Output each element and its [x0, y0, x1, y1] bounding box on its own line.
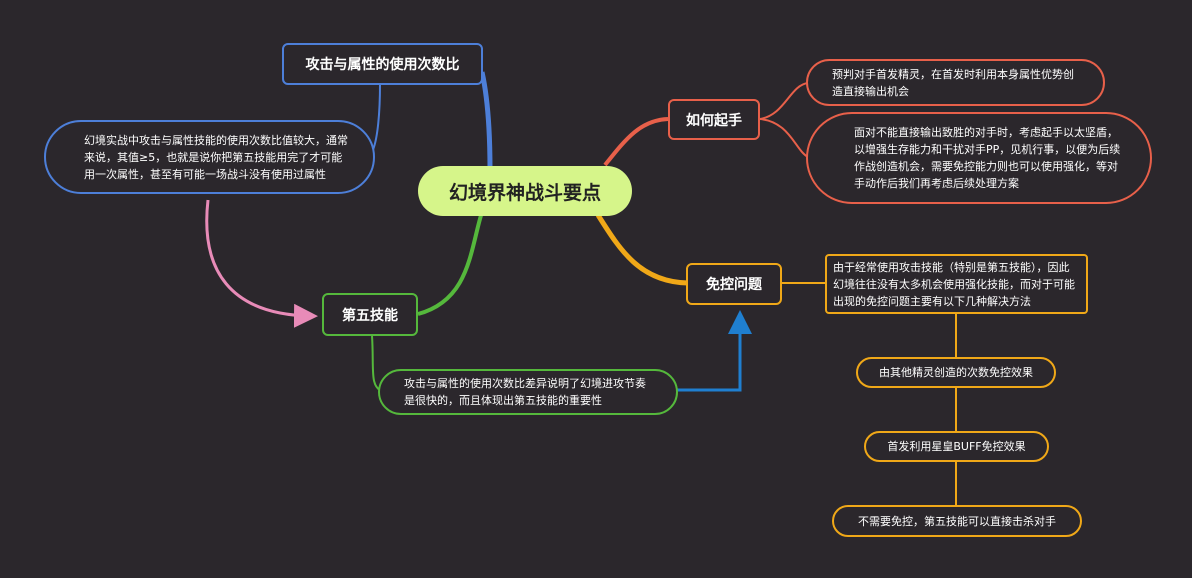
control-solution-3[interactable]: 不需要免控，第五技能可以直接击杀对手	[832, 505, 1082, 537]
opening-line-2	[759, 118, 809, 158]
topic-opening[interactable]: 如何起手	[668, 99, 760, 140]
topic-ratio[interactable]: 攻击与属性的使用次数比	[282, 43, 483, 85]
opening-item-1[interactable]: 预判对手首发精灵，在首发时利用本身属性优势创造直接输出机会	[806, 59, 1105, 106]
ratio-note-line	[371, 83, 381, 153]
ratio-note[interactable]: 幻境实战中攻击与属性技能的使用次数比值较大，通常来说，其值≥5，也就是说你把第五…	[44, 120, 375, 194]
fifth-note-line	[371, 335, 381, 391]
relation-arrow-ratio-fifth	[205, 199, 318, 328]
topic-fifth[interactable]: 第五技能	[322, 293, 418, 336]
control-solution-2[interactable]: 首发利用星皇BUFF免控效果	[864, 431, 1049, 462]
opening-line-1	[759, 82, 809, 120]
fifth-note[interactable]: 攻击与属性的使用次数比差异说明了幻境进攻节奏是很快的，而且体现出第五技能的重要性	[378, 369, 678, 415]
branch-line-fifth	[417, 211, 484, 316]
topic-control[interactable]: 免控问题	[686, 263, 782, 305]
root-topic[interactable]: 幻境界神战斗要点	[418, 166, 632, 216]
control-intro[interactable]: 由于经常使用攻击技能（特别是第五技能），因此幻境往往没有太多机会使用强化技能，而…	[825, 254, 1088, 314]
relation-arrow-fifth-control	[677, 310, 752, 392]
branch-line-ratio	[479, 71, 493, 171]
branch-line-opening	[603, 117, 669, 167]
opening-item-2[interactable]: 面对不能直接输出致胜的对手时，考虑起手以太坚盾，以增强生存能力和干扰对手PP，见…	[806, 112, 1152, 204]
branch-line-control	[595, 213, 689, 286]
control-solution-1[interactable]: 由其他精灵创造的次数免控效果	[856, 357, 1056, 388]
